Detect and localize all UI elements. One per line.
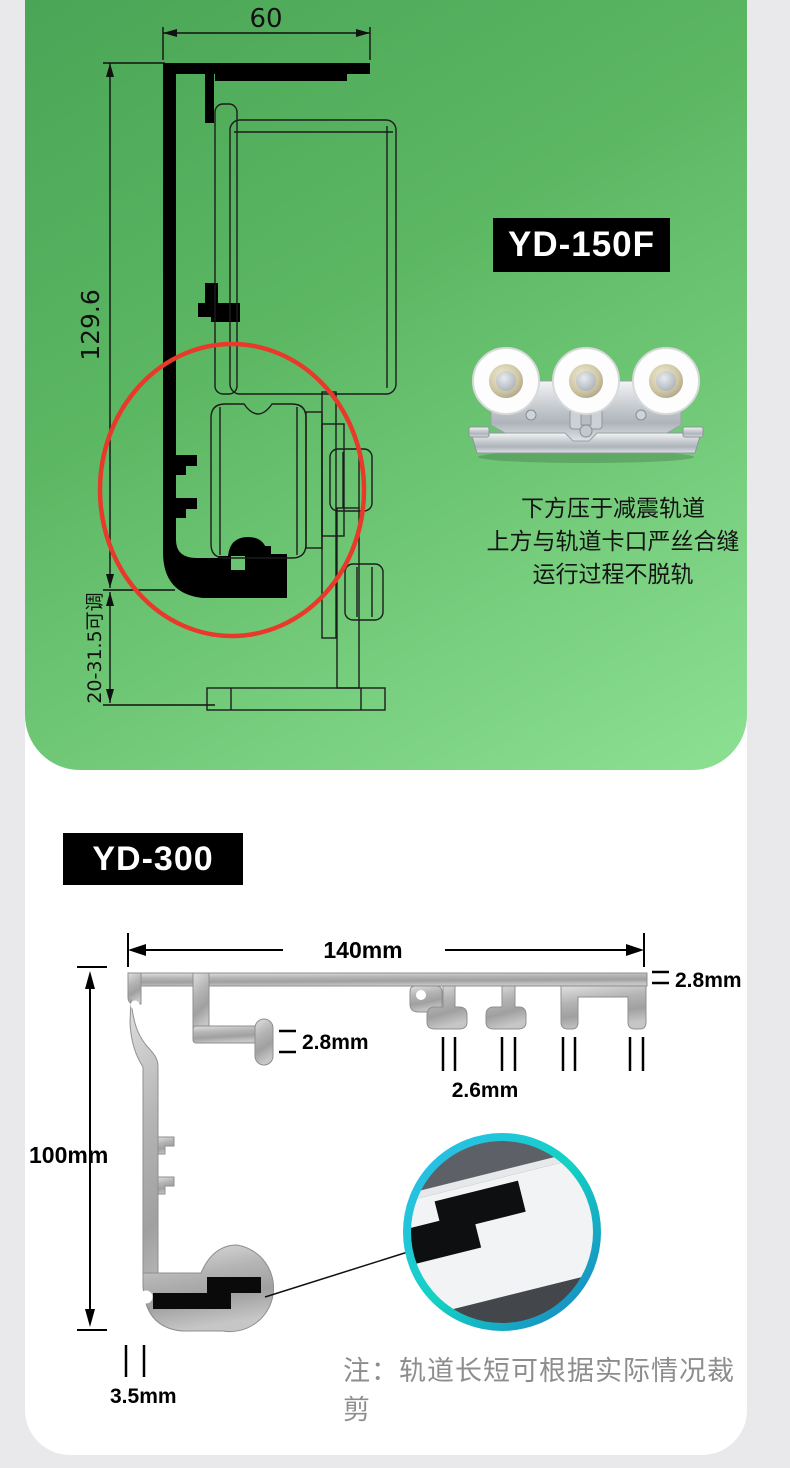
yd300-profile-diagram: 140mm xyxy=(29,933,742,1408)
desc-line-2: 上方与轨道卡口严丝合缝 xyxy=(486,528,740,554)
green-hero-panel: 60 129.6 20-31.5可调 xyxy=(25,0,747,770)
photo-shadow xyxy=(478,451,694,463)
dim-total-width: 140mm xyxy=(323,937,402,963)
feature-description: 下方压于减震轨道 上方与轨道卡口严丝合缝 运行过程不脱轨 xyxy=(443,492,783,591)
roller-wheels xyxy=(472,347,700,415)
hanger-outline xyxy=(206,103,397,711)
desc-line-1: 下方压于减震轨道 xyxy=(521,495,705,521)
rubber-seal-black xyxy=(153,1277,261,1309)
dim-slot-wall: 2.6mm xyxy=(452,1079,519,1102)
dim-foot-thickness: 3.5mm xyxy=(110,1385,177,1408)
dim-total-height: 100mm xyxy=(29,1142,108,1168)
dim-arm-thickness: 2.8mm xyxy=(302,1031,369,1054)
model-badge-label: YD-300 xyxy=(92,839,214,878)
dim-arm xyxy=(279,1029,296,1054)
red-highlight-circle xyxy=(97,341,367,639)
model-badge-yd300: YD-300 xyxy=(63,833,243,885)
detail-pointer-line xyxy=(264,1250,412,1298)
dim-height: 129.6 xyxy=(76,289,105,361)
roller-hanger-photo xyxy=(468,347,704,463)
content-card: 60 129.6 20-31.5可调 xyxy=(25,0,747,1455)
model-badge-label: YD-150F xyxy=(507,225,656,264)
dim-slot-ticks xyxy=(441,1037,645,1071)
model-badge-yd150f: YD-150F xyxy=(493,218,670,272)
dim-foot-ticks xyxy=(124,1345,146,1377)
cutting-note: 注：轨道长短可根据实际情况裁剪 xyxy=(343,1356,735,1425)
yd150f-cross-section-diagram: 60 129.6 20-31.5可调 xyxy=(76,4,397,711)
dim-flange-thickness: 2.8mm xyxy=(675,969,742,992)
dim-adjust-range: 20-31.5可调 xyxy=(84,592,106,703)
track-profile-black xyxy=(163,63,370,598)
desc-line-3: 运行过程不脱轨 xyxy=(532,561,694,587)
dim-100 xyxy=(77,966,107,1331)
dim-flange xyxy=(652,970,669,985)
profile-notches xyxy=(130,990,426,1304)
dim-140 xyxy=(127,933,645,967)
dim-top-width: 60 xyxy=(249,4,282,34)
